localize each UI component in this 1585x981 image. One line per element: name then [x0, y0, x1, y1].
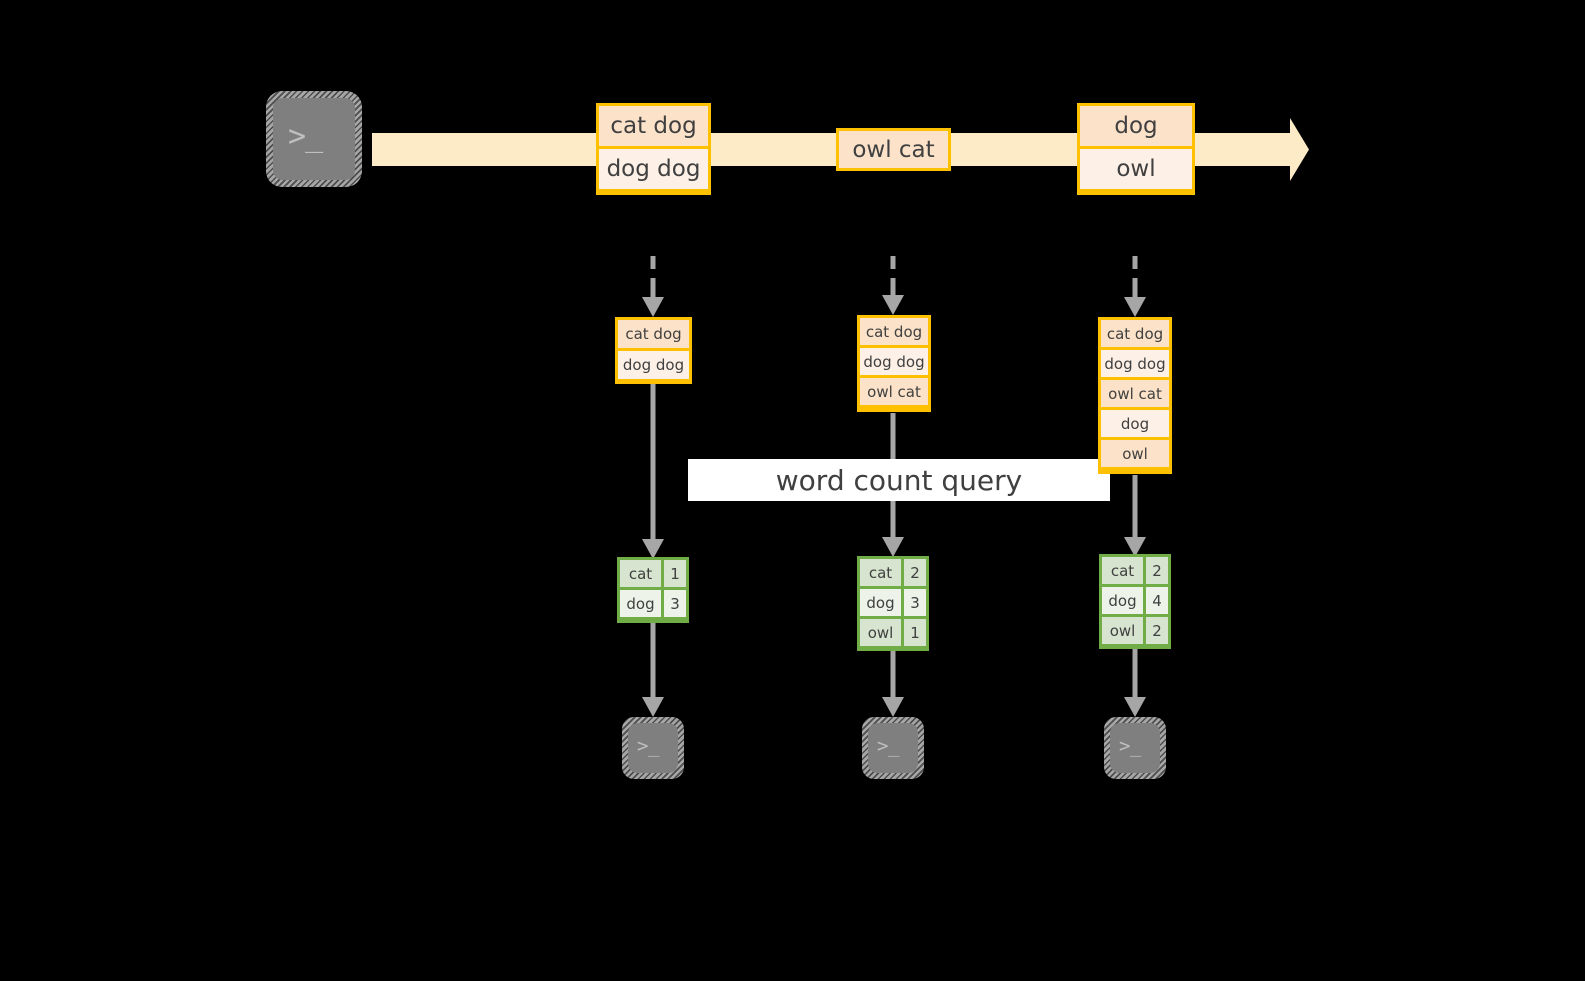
table-row: owl 2 — [1102, 617, 1168, 644]
column-2-snapshot-row-3: owl cat — [860, 378, 928, 405]
column-1-result-table[interactable]: cat 1 dog 3 — [617, 557, 689, 623]
column-2-snapshot-row-2: dog dog — [860, 348, 928, 375]
column-3-snapshot-table[interactable]: cat dog dog dog owl cat dog owl — [1098, 317, 1172, 474]
column-2-query-arrowhead — [882, 537, 904, 557]
table-row: cat 2 — [1102, 557, 1168, 584]
column-2-snapshot-table[interactable]: cat dog dog dog owl cat — [857, 315, 931, 412]
source-terminal-icon[interactable]: >_ — [266, 91, 362, 187]
table-row: dog 3 — [620, 590, 686, 617]
terminal-body — [273, 98, 355, 180]
stream-record-3[interactable]: dog owl — [1077, 103, 1195, 195]
column-2-result-table[interactable]: cat 2 dog 3 owl 1 — [857, 556, 929, 651]
column-1-result-word-1: cat — [620, 560, 661, 587]
column-2-result-word-3: owl — [860, 619, 901, 646]
terminal-body — [1110, 723, 1160, 773]
column-3-result-word-3: owl — [1102, 617, 1143, 644]
column-2-result-word-2: dog — [860, 589, 901, 616]
column-1-sink-arrowhead — [642, 697, 664, 717]
column-1-result-count-2: 3 — [664, 590, 686, 617]
column-1-result-count-1: 1 — [664, 560, 686, 587]
column-1-result-word-2: dog — [620, 590, 661, 617]
column-3-snapshot-row-3: owl cat — [1101, 380, 1169, 407]
column-3-query-arrowhead — [1124, 537, 1146, 557]
table-row: cat 1 — [620, 560, 686, 587]
column-1-snapshot-row-2: dog dog — [618, 351, 689, 379]
column-3-result-count-2: 4 — [1146, 587, 1168, 614]
column-3-sink-arrowhead — [1124, 697, 1146, 717]
column-1-query-arrowhead — [642, 539, 664, 559]
column-2-result-count-2: 3 — [904, 589, 926, 616]
column-2-sink-terminal-icon[interactable]: >_ — [862, 717, 924, 779]
column-2-sink-arrowhead — [882, 697, 904, 717]
query-label: word count query — [688, 459, 1110, 501]
table-row: cat 2 — [860, 559, 926, 586]
column-1-snapshot-row-1: cat dog — [618, 320, 689, 348]
column-3-result-word-2: dog — [1102, 587, 1143, 614]
table-row: dog 3 — [860, 589, 926, 616]
stream-record-1-line-1: cat dog — [599, 106, 708, 146]
terminal-prompt-glyph: >_ — [1119, 735, 1141, 757]
terminal-prompt-glyph: >_ — [288, 119, 323, 154]
column-3-result-count-1: 2 — [1146, 557, 1168, 584]
column-3-result-word-1: cat — [1102, 557, 1143, 584]
stream-record-2-line-1: owl cat — [839, 131, 948, 168]
terminal-body — [868, 723, 918, 773]
column-2-snapshot-row-1: cat dog — [860, 318, 928, 345]
column-3-snapshot-row-2: dog dog — [1101, 350, 1169, 377]
table-row: owl 1 — [860, 619, 926, 646]
column-3-snapshot-row-4: dog — [1101, 410, 1169, 437]
column-3-snapshot-row-5: owl — [1101, 440, 1169, 467]
column-2-snapshot-arrowhead — [882, 295, 904, 315]
column-1-sink-terminal-icon[interactable]: >_ — [622, 717, 684, 779]
column-2-result-count-1: 2 — [904, 559, 926, 586]
stream-record-3-line-2: owl — [1080, 149, 1192, 189]
terminal-body — [628, 723, 678, 773]
terminal-prompt-glyph: >_ — [877, 735, 899, 757]
column-3-result-table[interactable]: cat 2 dog 4 owl 2 — [1099, 554, 1171, 649]
stream-record-2[interactable]: owl cat — [836, 128, 951, 171]
column-3-snapshot-row-1: cat dog — [1101, 320, 1169, 347]
column-3-sink-terminal-icon[interactable]: >_ — [1104, 717, 1166, 779]
column-1-snapshot-arrowhead — [642, 297, 664, 317]
column-2-result-word-1: cat — [860, 559, 901, 586]
stream-record-1[interactable]: cat dog dog dog — [596, 103, 711, 195]
stream-record-3-line-1: dog — [1080, 106, 1192, 146]
column-1-snapshot-table[interactable]: cat dog dog dog — [615, 317, 692, 384]
column-3-snapshot-arrowhead — [1124, 297, 1146, 317]
table-row: dog 4 — [1102, 587, 1168, 614]
column-3-result-count-3: 2 — [1146, 617, 1168, 644]
terminal-prompt-glyph: >_ — [637, 735, 659, 757]
column-2-result-count-3: 1 — [904, 619, 926, 646]
stream-record-1-line-2: dog dog — [599, 149, 708, 189]
